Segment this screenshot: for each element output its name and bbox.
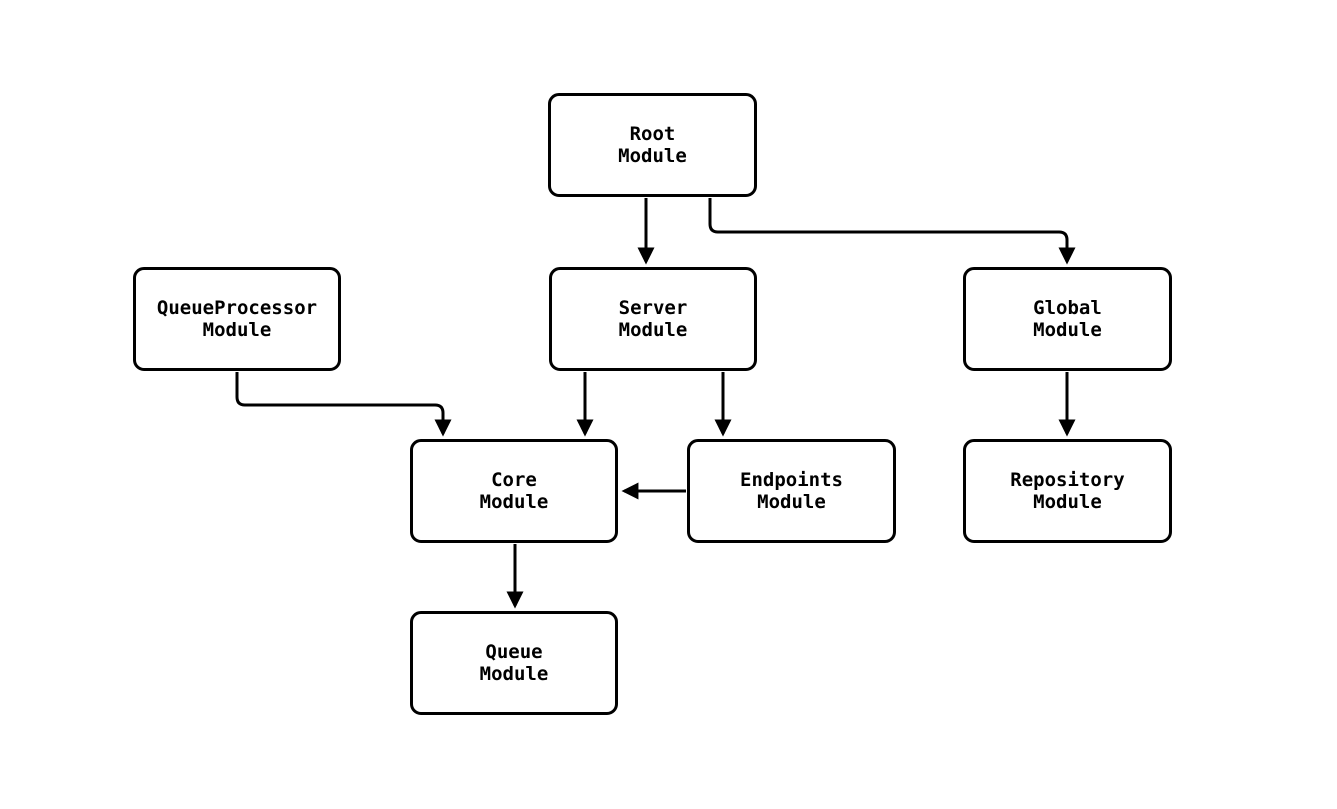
edge-root-to-global bbox=[708, 198, 1076, 265]
node-endpoints-label-line-0: Endpoints bbox=[740, 469, 843, 491]
node-core-label-line-0: Core bbox=[491, 469, 537, 491]
node-server-label-line-1: Module bbox=[618, 319, 688, 341]
node-repository-label-line-0: Repository bbox=[1010, 469, 1125, 491]
node-queueprocessor-label-line-1: Module bbox=[202, 319, 272, 341]
node-queue-label-line-0: Queue bbox=[485, 641, 543, 663]
node-queueprocessor-label-line-0: QueueProcessor bbox=[156, 297, 318, 319]
node-root-label-line-1: Module bbox=[618, 145, 687, 167]
node-core-label-line-1: Module bbox=[479, 491, 549, 513]
node-global-label-line-1: Module bbox=[1033, 319, 1102, 341]
node-endpoints-label-line-1: Module bbox=[757, 491, 826, 513]
node-repository-label-line-1: Module bbox=[1033, 491, 1102, 513]
node-root-label-line-0: Root bbox=[629, 123, 676, 145]
node-global-label-line-0: Global bbox=[1033, 297, 1102, 319]
node-queue-label-line-1: Module bbox=[479, 663, 549, 685]
node-server-label-line-0: Server bbox=[618, 297, 688, 319]
edge-queueprocessor-to-core bbox=[235, 372, 452, 437]
